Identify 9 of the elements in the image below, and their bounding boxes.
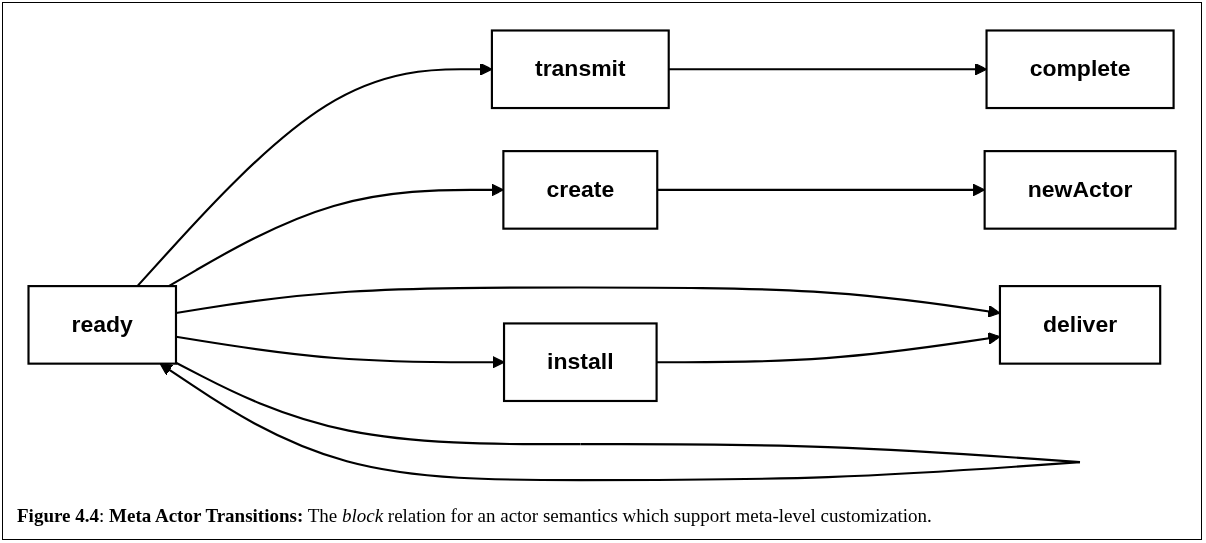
node-box: newActor <box>983 149 1177 230</box>
node-box: install <box>502 322 658 402</box>
node-box: complete <box>985 29 1175 109</box>
arrow <box>175 335 505 369</box>
figure-caption: Figure 4.4: Meta Actor Transitions: The block relation for an actor semantics which support meta-level customization. <box>17 504 933 529</box>
node-box: ready <box>27 284 178 365</box>
node-box: transmit <box>490 29 670 109</box>
node-box: create <box>502 149 659 230</box>
node-box: deliver <box>998 284 1162 365</box>
